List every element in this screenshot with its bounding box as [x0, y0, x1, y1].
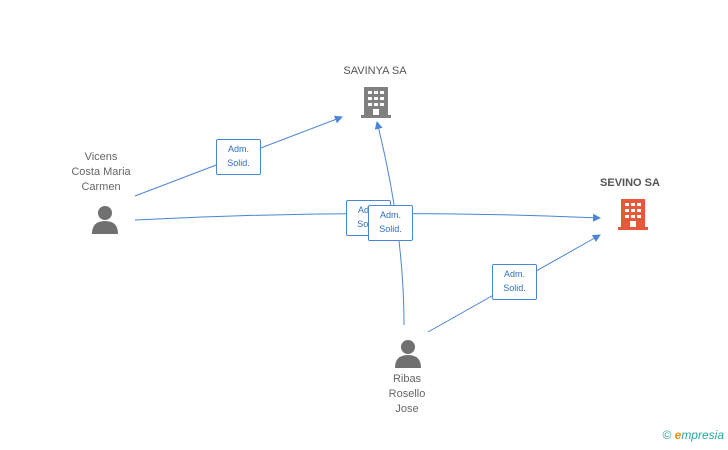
person-name-line: Jose [395, 403, 419, 415]
person-ribas-name[interactable]: Ribas Rosello Jose [362, 372, 452, 417]
person-icon[interactable] [90, 204, 120, 234]
person-name-line: Ribas [392, 373, 422, 385]
relation-type: Solid. [503, 283, 526, 293]
person-name-line: Vicens [84, 151, 118, 163]
relation-badge[interactable]: Adm. Solid. [368, 205, 413, 241]
brand-logo-initial: e [674, 428, 682, 442]
person-vicens-name[interactable]: Vicens Costa Maria Carmen [56, 150, 146, 195]
company-sevino-name[interactable]: SEVINO SA [600, 177, 660, 189]
relation-role: Adm. [503, 269, 525, 279]
relation-badge[interactable]: Adm. Solid. [492, 264, 537, 300]
building-icon[interactable] [618, 197, 648, 231]
person-name-line: Costa Maria [71, 166, 131, 178]
company-savinya-name[interactable]: SAVINYA SA [343, 65, 407, 77]
relation-badge[interactable]: Adm. Solid. [216, 139, 261, 175]
relation-type: Solid. [227, 158, 250, 168]
relation-role: Adm. [379, 210, 401, 220]
copyright-symbol: © [662, 428, 672, 442]
relation-role: Adm. [227, 144, 249, 154]
person-name-line: Carmen [81, 181, 121, 193]
person-name-line: Rosello [388, 388, 426, 400]
brand-logo-text: mpresia [681, 428, 724, 442]
person-icon[interactable] [393, 338, 423, 368]
relation-type: Solid. [379, 224, 402, 234]
building-icon[interactable] [361, 85, 391, 119]
footer-brand: © empresia [662, 428, 724, 442]
